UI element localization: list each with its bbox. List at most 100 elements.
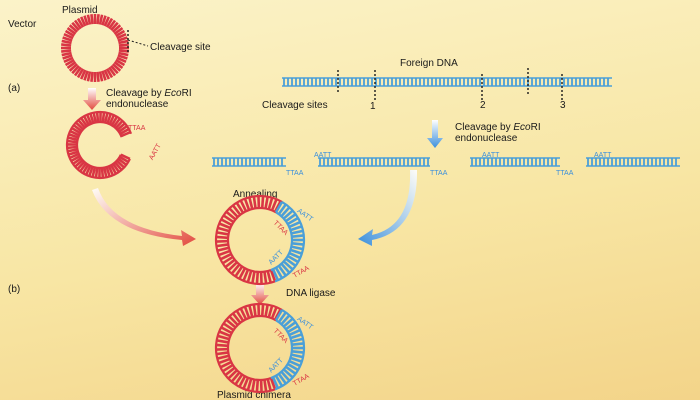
rung [290, 356, 303, 363]
rung [62, 54, 73, 60]
rung [67, 139, 78, 144]
rung [252, 304, 257, 317]
rung [119, 155, 129, 164]
rung [255, 271, 260, 284]
enzyme-italic: Eco [164, 88, 182, 99]
rung [70, 155, 81, 163]
rung [290, 248, 303, 255]
rung [234, 265, 244, 278]
rung [274, 309, 284, 321]
rung [113, 26, 124, 35]
rung [107, 165, 115, 176]
rung [216, 339, 229, 344]
rung [216, 231, 229, 236]
rung [288, 328, 301, 337]
rung [246, 378, 253, 391]
rung [110, 64, 119, 75]
rung [112, 163, 120, 173]
rung [106, 113, 112, 124]
rung [71, 126, 81, 135]
rung [280, 206, 291, 218]
rung [108, 114, 116, 125]
rung [84, 165, 92, 176]
rung [110, 21, 119, 32]
rung [290, 225, 303, 232]
cleavage-by-text: Cleavage by [106, 88, 164, 99]
label-cleavage-enzyme-2: Cleavage by EcoRI [455, 122, 541, 133]
rung [280, 314, 291, 326]
seq-ttaa-frag-2: TTAA [556, 170, 574, 177]
rung [71, 64, 80, 75]
rung [74, 159, 84, 168]
foreign-dna-strand [282, 77, 612, 87]
rung [90, 14, 94, 25]
rung [76, 160, 86, 171]
arrow-cleavage-foreign [427, 120, 443, 148]
chimera-plasmid-red-arc [214, 302, 283, 394]
rung [61, 43, 72, 47]
rung [71, 21, 80, 32]
outer-strand [274, 308, 306, 391]
enzyme-suffix: RI [182, 88, 192, 99]
rung [270, 306, 278, 319]
rung [79, 162, 88, 173]
rung [63, 56, 74, 64]
seq-aatt-frag-1: AATT [314, 152, 332, 159]
label-foreign-dna: Foreign DNA [400, 58, 458, 69]
rung [291, 350, 304, 354]
rung [238, 375, 247, 388]
rung [230, 371, 241, 383]
chimera-foreign-blue-arc [270, 308, 306, 391]
arrow-plasmid-to-annealing [92, 188, 196, 246]
rung [91, 167, 97, 178]
rung [114, 119, 124, 130]
fragment-2 [470, 157, 560, 167]
rung [67, 136, 78, 142]
rung [234, 373, 244, 386]
rung [246, 270, 253, 283]
rung [66, 26, 77, 35]
rung [291, 353, 304, 359]
rung [263, 271, 268, 284]
rung [242, 269, 250, 282]
label-vector: Vector [8, 19, 37, 30]
rung [113, 61, 124, 70]
rung [282, 368, 294, 379]
label-cleavage-sites: Cleavage sites [262, 100, 328, 111]
rung [116, 56, 127, 64]
rung [221, 363, 234, 373]
rung [69, 129, 80, 137]
rung [216, 235, 229, 240]
rung [285, 321, 297, 331]
rung [118, 51, 129, 57]
rung [288, 220, 301, 229]
rung [61, 49, 72, 53]
rung [68, 24, 79, 33]
rung [68, 63, 79, 72]
rung [83, 15, 89, 26]
rung [274, 375, 284, 387]
rung [62, 36, 73, 42]
rung [108, 19, 117, 30]
plasmid-vector-ring [61, 14, 129, 82]
dna-structures [61, 14, 680, 394]
rung [248, 196, 254, 210]
rung [225, 210, 237, 221]
rung [264, 304, 269, 317]
rung [266, 378, 272, 392]
rung [291, 337, 304, 343]
rung [252, 196, 257, 209]
fragment-3 [586, 157, 680, 167]
rung [68, 150, 79, 156]
rung [291, 242, 304, 246]
rung [239, 199, 248, 212]
rung [64, 29, 75, 38]
rung [118, 43, 129, 47]
rung [72, 124, 83, 133]
rung [118, 49, 129, 53]
rung [95, 112, 100, 123]
label-site-3: 3 [560, 100, 566, 111]
rung [231, 204, 242, 216]
rung [67, 148, 78, 153]
